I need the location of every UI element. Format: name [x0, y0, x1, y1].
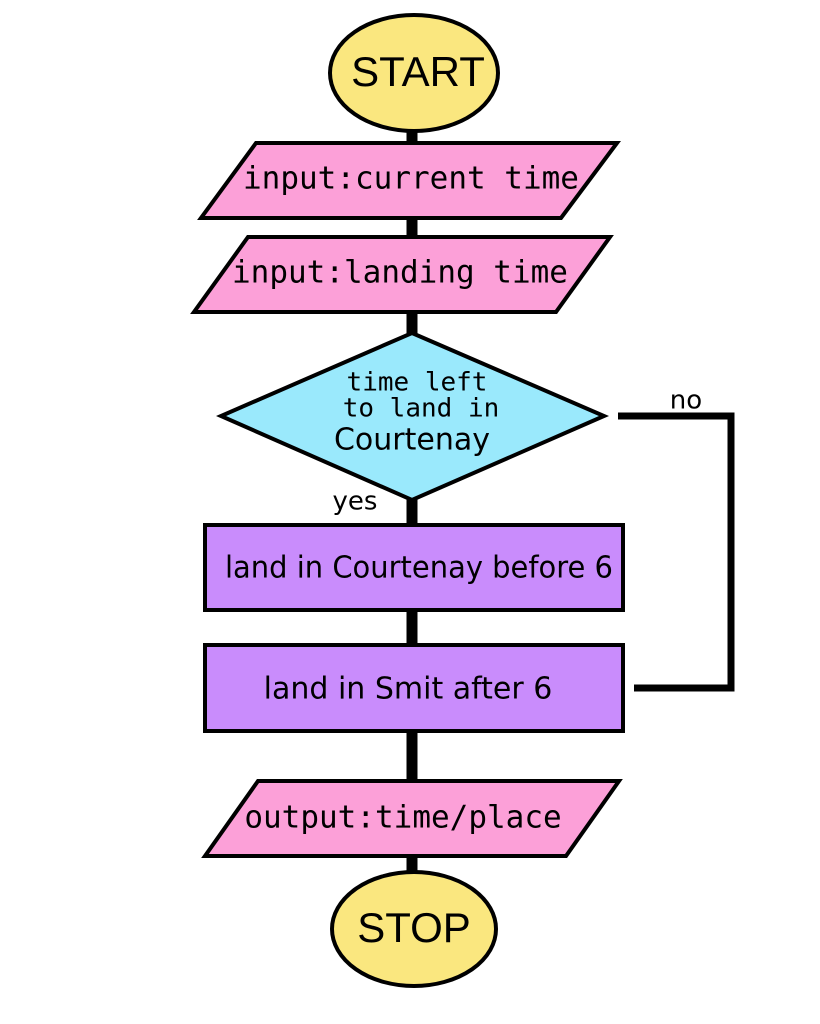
stop-label: STOP [357, 904, 471, 951]
yes-branch-label: yes [333, 487, 378, 517]
stop-terminal [330, 870, 498, 988]
output-time-place-label: output:time/place [244, 800, 561, 836]
input-landing-time-shape [190, 235, 614, 314]
decision-label-line2: to land in [343, 394, 500, 424]
connector-no-branch [618, 412, 735, 692]
start-label: START [351, 48, 485, 95]
no-branch-label: no [670, 386, 702, 416]
output-time-place-shape [201, 779, 623, 858]
process-smit-label: land in Smit after 6 [264, 672, 553, 707]
process-smit-box [203, 643, 625, 733]
start-terminal [328, 13, 500, 133]
process-courtenay-box [203, 523, 625, 612]
process-courtenay-label: land in Courtenay before 6 [225, 551, 613, 586]
decision-diamond [216, 330, 610, 503]
input-current-time-label: input:current time [243, 161, 579, 197]
decision-label-line3: Courtenay [334, 423, 490, 458]
input-current-time-shape [197, 141, 621, 220]
input-landing-time-label: input:landing time [232, 255, 568, 291]
decision-label-line1: time left [347, 368, 488, 398]
